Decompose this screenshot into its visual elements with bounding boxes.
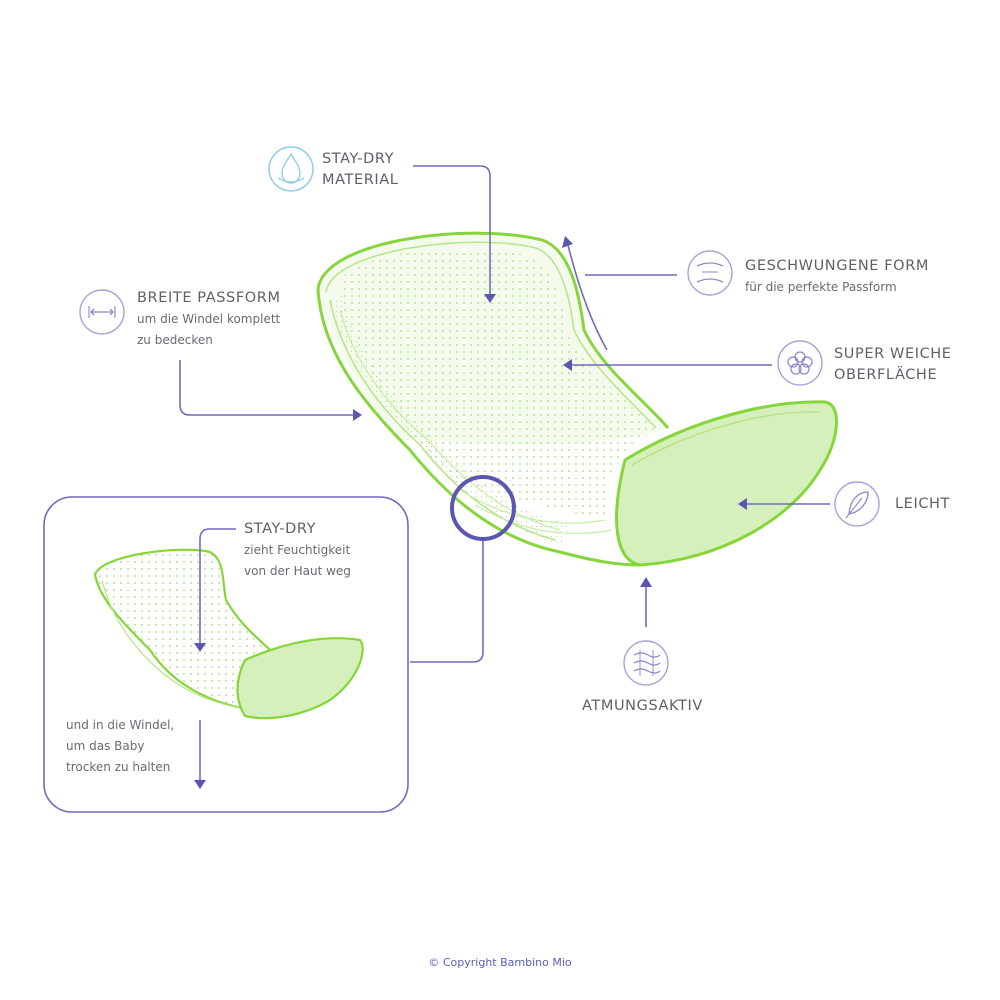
flower-icon xyxy=(777,340,823,386)
arrowhead-leicht xyxy=(738,498,747,510)
connectors xyxy=(179,165,830,663)
curved-shape-icon xyxy=(687,250,733,296)
water-drop-icon xyxy=(268,146,314,192)
detail-pad xyxy=(93,548,364,720)
curved-arrow xyxy=(567,244,608,351)
label-detail-bottom-line3: trocken zu halten xyxy=(66,760,171,774)
label-breite-line2: zu bedecken xyxy=(137,333,213,347)
airflow-icon xyxy=(623,640,669,686)
label-stay-dry-line1: STAY-DRY xyxy=(322,151,395,167)
label-weiche-line2: OBERFLÄCHE xyxy=(834,367,938,383)
connector-detail-top xyxy=(199,528,236,645)
arrowhead-weiche xyxy=(563,359,572,371)
label-stay-dry-line2: MATERIAL xyxy=(322,172,399,188)
label-weiche-line1: SUPER WEICHE xyxy=(834,346,952,362)
label-atmungsaktiv-title: ATMUNGSAKTIV xyxy=(582,698,703,714)
arrowhead-detail-bottom xyxy=(194,780,206,789)
pad-quilt-band xyxy=(330,295,570,545)
copyright-footer: © Copyright Bambino Mio xyxy=(428,956,572,969)
connector-breite xyxy=(179,360,355,416)
label-breite-line1: um die Windel komplett xyxy=(137,312,281,326)
arrowhead-detail-top xyxy=(194,643,206,652)
main-pad xyxy=(316,231,838,567)
pad-inner-dotted xyxy=(338,248,655,520)
label-detail-top: STAY-DRY zieht Feuchtigkeit von der Haut… xyxy=(244,519,351,582)
pad-left-edge xyxy=(316,289,561,554)
label-stay-dry-material: STAY-DRY MATERIAL xyxy=(322,149,398,191)
label-detail-top-title: STAY-DRY xyxy=(244,521,317,537)
label-geschwungene-form: GESCHWUNGENE FORM für die perfekte Passf… xyxy=(745,256,929,298)
arrowhead-curved xyxy=(562,236,573,248)
width-arrows-icon xyxy=(79,289,125,335)
pad-outer-edge xyxy=(316,231,670,429)
label-atmungsaktiv: ATMUNGSAKTIV xyxy=(582,696,703,717)
arrowhead-atmungsaktiv xyxy=(640,577,652,587)
detail-connectors xyxy=(194,528,236,789)
label-detail-bottom-line1: und in die Windel, xyxy=(66,718,175,732)
feather-icon xyxy=(834,481,880,527)
zoom-circle xyxy=(450,475,516,541)
label-leicht-title: LEICHT xyxy=(895,496,951,512)
label-leicht: LEICHT xyxy=(895,494,950,515)
label-detail-top-line2: von der Haut weg xyxy=(244,564,351,578)
connector-zoom xyxy=(410,538,484,663)
label-detail-bottom-line2: um das Baby xyxy=(66,739,145,753)
label-detail-bottom: und in die Windel, um das Baby trocken z… xyxy=(66,715,174,778)
label-breite-title: BREITE PASSFORM xyxy=(137,290,281,306)
label-detail-top-line1: zieht Feuchtigkeit xyxy=(244,543,351,557)
connector-stay-dry xyxy=(413,165,491,296)
arrowhead-breite xyxy=(353,409,362,421)
arrowhead-stay-dry xyxy=(484,294,496,303)
label-geschwungene-sub: für die perfekte Passform xyxy=(745,280,897,294)
label-geschwungene-title: GESCHWUNGENE FORM xyxy=(745,258,929,274)
label-super-weiche: SUPER WEICHE OBERFLÄCHE xyxy=(834,344,952,386)
pad-back-flap xyxy=(615,400,838,567)
label-breite-passform: BREITE PASSFORM um die Windel komplett z… xyxy=(137,288,281,351)
